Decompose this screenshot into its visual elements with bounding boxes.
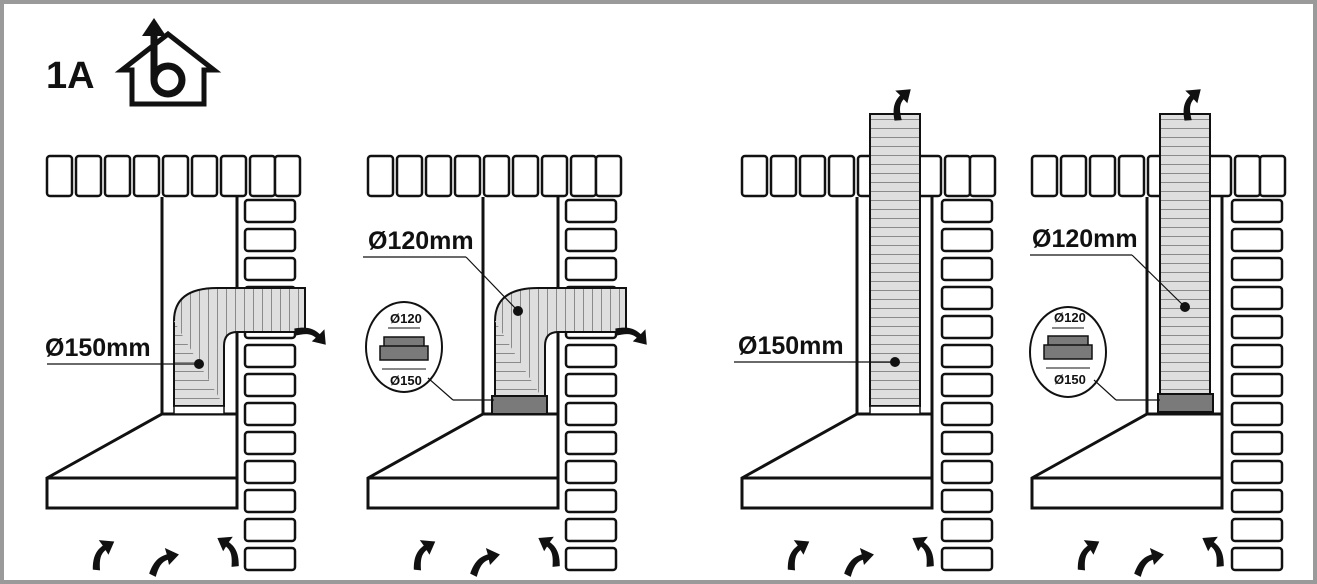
ceiling-bricks	[1032, 156, 1285, 196]
intake-arrows	[1073, 534, 1229, 580]
panel-3: Ø150mm	[734, 85, 995, 580]
intake-arrows	[783, 534, 939, 580]
adapter-bottom-label: Ø150	[390, 373, 422, 388]
figure-header: 1A	[46, 18, 222, 107]
panel-1: Ø150mm	[45, 156, 330, 580]
duct-elbow-horizontal	[491, 287, 627, 415]
ceiling-bricks	[742, 156, 995, 196]
intake-arrows	[88, 534, 244, 580]
panel-4: Ø120mm Ø120 Ø150	[1029, 85, 1285, 580]
adapter-top-label: Ø120	[390, 311, 422, 326]
wall-bricks	[942, 200, 992, 570]
duct-vertical	[1157, 113, 1214, 413]
diameter-label: Ø120mm	[1032, 225, 1138, 253]
adapter-top-label: Ø120	[1054, 310, 1086, 325]
adapter-callout: Ø120 Ø150	[365, 301, 494, 401]
ceiling-bricks	[47, 156, 300, 196]
intake-arrows	[409, 534, 565, 580]
reducer-adapter	[491, 395, 548, 415]
diameter-label: Ø150mm	[738, 332, 844, 360]
house-with-upward-arrow-icon	[114, 18, 222, 107]
panel-2: Ø120mm Ø120 Ø150	[363, 156, 651, 580]
duct-elbow-horizontal	[173, 287, 306, 415]
adapter-bottom-label: Ø150	[1054, 372, 1086, 387]
figure-id: 1A	[46, 55, 95, 97]
diameter-label: Ø150mm	[45, 334, 151, 362]
reducer-adapter	[1157, 393, 1214, 413]
duct-vertical	[869, 113, 921, 415]
diameter-label: Ø120mm	[368, 227, 474, 255]
wall-bricks	[245, 200, 295, 570]
wall-bricks	[1232, 200, 1282, 570]
ceiling-bricks	[368, 156, 621, 196]
wall-bricks	[566, 200, 616, 570]
adapter-callout: Ø120 Ø150	[1029, 306, 1160, 401]
